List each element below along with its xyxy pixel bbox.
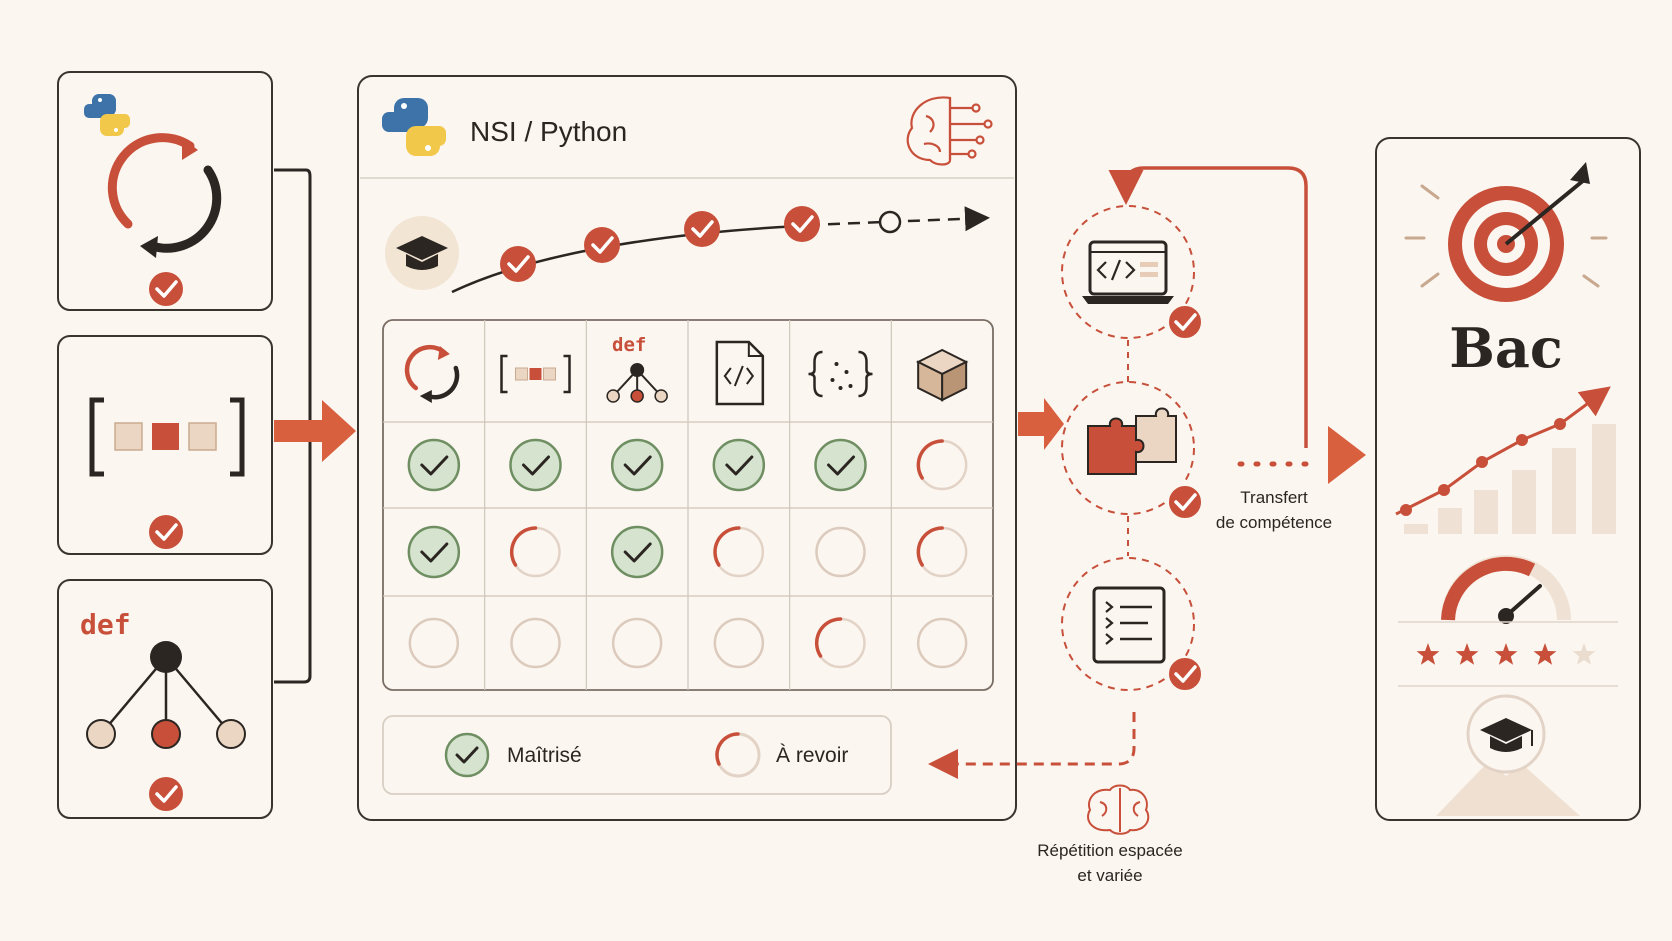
bac-score-bars <box>1404 424 1616 534</box>
status-mastered-icon <box>814 438 867 492</box>
status-empty-icon <box>713 617 765 669</box>
dictionary-icon <box>808 350 873 398</box>
status-empty-icon <box>815 526 866 578</box>
top-feedback-arrow <box>1108 166 1308 448</box>
brain-circuit-icon <box>906 96 993 166</box>
status-review-icon <box>814 617 866 669</box>
function-tree-icon <box>606 363 668 403</box>
bac-bar <box>1404 524 1428 534</box>
progress-checkpoint-done <box>684 211 720 247</box>
puzzle-icon <box>1087 407 1177 475</box>
bac-rating-stars <box>1416 643 1596 665</box>
bac-bar <box>1512 470 1536 534</box>
legend-review-label: À revoir <box>776 744 849 767</box>
legend-mastered-icon <box>444 732 490 778</box>
bac-bar <box>1438 508 1462 534</box>
python-logo-icon <box>382 98 446 156</box>
bac-bar <box>1474 490 1498 534</box>
progress-track <box>451 206 990 294</box>
big-arrow-left <box>274 400 356 462</box>
loop-arrows-icon <box>107 133 222 258</box>
status-empty-icon <box>510 617 561 669</box>
left-card-list <box>57 335 273 555</box>
status-mastered-icon <box>407 438 461 492</box>
left-card-loop <box>57 71 273 311</box>
status-mastered-icon <box>712 438 766 492</box>
status-mastered-icon <box>610 438 664 492</box>
progress-checkpoint-next <box>878 210 902 234</box>
bac-trend-line <box>1395 386 1611 516</box>
python-logo-icon <box>84 94 130 136</box>
repetition-label-line1: Répétition espacée <box>1037 841 1183 860</box>
progress-checkpoint-done <box>500 246 536 282</box>
transfer-label-line1: Transfert <box>1240 488 1308 507</box>
code-file-icon <box>715 340 765 406</box>
repetition-label-line2: et variée <box>1077 866 1143 885</box>
bac-bar <box>1552 448 1576 534</box>
progress-checkpoint-done <box>784 206 820 242</box>
object-cube-icon <box>915 348 969 402</box>
check-badge-icon <box>149 777 183 811</box>
legend-mastered-label: Maîtrisé <box>507 744 582 767</box>
chain-check-badges <box>1167 304 1203 692</box>
skills-grid-headers <box>404 340 969 406</box>
check-badge-icon <box>149 515 183 549</box>
status-review-icon <box>509 526 561 578</box>
list-icon <box>500 354 571 394</box>
skills-grid-lines <box>383 320 993 690</box>
graduation-cap-icon <box>385 216 459 290</box>
bac-panel <box>1375 137 1641 821</box>
status-mastered-icon <box>509 438 562 492</box>
brain-small-icon <box>1087 784 1150 835</box>
star-icon <box>1416 643 1440 665</box>
laptop-code-icon <box>1082 240 1174 304</box>
bac-bar <box>1592 424 1616 534</box>
star-icon <box>1455 643 1479 665</box>
star-icon <box>1533 643 1557 665</box>
status-review-icon <box>916 439 968 491</box>
status-review-icon <box>916 526 968 578</box>
status-empty-icon <box>408 617 460 669</box>
bac-trend-points <box>1400 418 1566 516</box>
progress-checkpoint-done <box>584 227 620 263</box>
repetition-arrow <box>928 712 1136 779</box>
status-empty-icon <box>611 617 663 669</box>
gauge-icon <box>1441 555 1571 624</box>
left-card-function <box>57 579 273 819</box>
big-arrow-right <box>1018 398 1064 450</box>
status-empty-icon <box>916 617 968 669</box>
transfer-label-line2: de compétence <box>1215 513 1333 532</box>
bac-title: Bac <box>1449 316 1563 380</box>
main-panel <box>357 75 1017 821</box>
check-badge-icon <box>149 272 183 306</box>
target-icon <box>1404 162 1608 302</box>
status-mastered-icon <box>407 525 461 579</box>
function-card-def-label: def <box>80 608 131 641</box>
star-icon <box>1572 643 1596 665</box>
function-tree-icon <box>86 641 246 749</box>
page-title: NSI / Python <box>470 116 628 147</box>
legend-review-icon <box>715 732 761 778</box>
list-brackets-icon <box>89 397 245 477</box>
legend-box <box>382 715 892 795</box>
status-mastered-icon <box>610 525 664 579</box>
graduation-badge-icon <box>1436 694 1580 816</box>
skills-grid-cells <box>407 438 968 669</box>
star-icon <box>1494 643 1518 665</box>
status-review-icon <box>713 526 765 578</box>
transfer-arrow <box>1237 426 1366 484</box>
grid-column-def-label: def <box>612 334 647 356</box>
checklist-doc-icon <box>1092 586 1166 664</box>
loop-icon <box>404 344 460 403</box>
